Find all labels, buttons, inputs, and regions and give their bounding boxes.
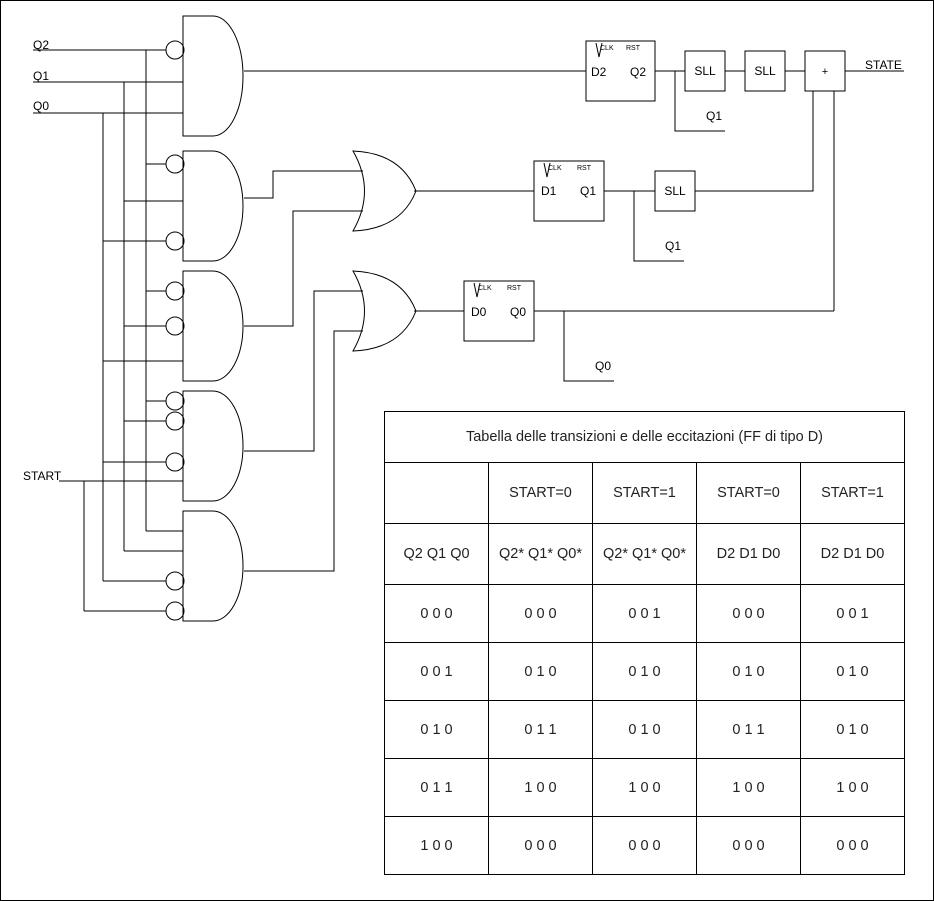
table-cell: 0 0 0 (384, 584, 489, 643)
inverter-bubble (165, 316, 185, 336)
ff1-tap-label: Q1 (665, 239, 681, 253)
output-label-state: STATE (865, 58, 902, 72)
table-cell: 1 0 0 (384, 816, 489, 875)
table-row: 0 0 0 0 0 0 0 0 1 0 0 0 0 0 1 (384, 584, 905, 643)
wire (563, 311, 614, 382)
start-header-cell: START=1 (592, 462, 697, 524)
table-row: 0 1 1 1 0 0 1 0 0 1 0 0 1 0 0 (384, 758, 905, 817)
table-cell: 1 0 0 (488, 758, 593, 817)
inverter-bubble (165, 601, 185, 621)
ff1-clk-label: CLK (548, 165, 562, 172)
table-cell: 0 0 0 (696, 816, 801, 875)
ff2-clk-label: CLK (600, 45, 614, 52)
table-cell: 0 0 1 (384, 642, 489, 701)
ff1-q-label: Q1 (580, 184, 596, 198)
table-row: 0 0 1 0 1 0 0 1 0 0 1 0 0 1 0 (384, 642, 905, 701)
wire (244, 290, 363, 452)
or-gate-2 (352, 270, 417, 352)
input-label-q2: Q2 (33, 38, 49, 52)
clock-edge-icon (595, 42, 603, 58)
and-gate-4 (182, 390, 244, 502)
and-gate-5 (182, 510, 244, 622)
inverter-bubble (165, 411, 185, 431)
transition-table: Tabella delle transizioni e delle eccita… (384, 411, 905, 875)
table-cell: 1 0 0 (592, 758, 697, 817)
table-cell: 0 1 0 (488, 642, 593, 701)
wire (674, 71, 725, 132)
table-cell: 0 1 0 (592, 700, 697, 759)
start-header-cell: START=0 (696, 462, 801, 524)
table-cell: 1 0 0 (800, 758, 905, 817)
column-header-cell: Q2* Q1* Q0* (592, 523, 697, 585)
ff1-rst-label: RST (577, 165, 592, 172)
ff2-q-label: Q2 (630, 65, 646, 79)
and-gate-1 (182, 15, 244, 137)
start-header-cell: START=1 (800, 462, 905, 524)
clock-edge-icon (473, 282, 481, 298)
table-cell: 0 1 0 (592, 642, 697, 701)
wire (633, 191, 684, 262)
table-cell: 0 1 0 (696, 642, 801, 701)
table-row: 0 1 0 0 1 1 0 1 0 0 1 1 0 1 0 (384, 700, 905, 759)
wire (244, 170, 363, 199)
ff2-rst-label: RST (626, 45, 641, 52)
table-title: Tabella delle transizioni e delle eccita… (384, 411, 905, 463)
ff2-d-label: D2 (591, 65, 607, 79)
input-label-q1: Q1 (33, 69, 49, 83)
ff2-tap-label: Q1 (706, 109, 722, 123)
ff1-d-label: D1 (541, 184, 557, 198)
or-gate-1 (352, 150, 417, 232)
clock-edge-icon (543, 162, 551, 178)
table-cell: 0 0 0 (488, 584, 593, 643)
column-header-cell: D2 D1 D0 (800, 523, 905, 585)
ff0-d-label: D0 (471, 305, 487, 319)
table-row: 1 0 0 0 0 0 0 0 0 0 0 0 0 0 0 (384, 816, 905, 875)
wire (695, 91, 814, 192)
table-cell: 1 0 0 (696, 758, 801, 817)
wire (244, 330, 363, 572)
table-start-header-row: START=0 START=1 START=0 START=1 (384, 462, 905, 524)
and-gate-3 (182, 270, 244, 382)
table-cell: 0 0 0 (488, 816, 593, 875)
input-label-q0: Q0 (33, 99, 49, 113)
ff0-q-label: Q0 (510, 305, 526, 319)
input-label-start: START (23, 469, 62, 483)
start-header-cell (384, 462, 489, 524)
table-cell: 0 1 1 (488, 700, 593, 759)
inverter-bubble (165, 571, 185, 591)
inverter-bubble (165, 40, 185, 60)
table-cell: 0 0 1 (800, 584, 905, 643)
column-header-cell: Q2* Q1* Q0* (488, 523, 593, 585)
table-cell: 0 0 1 (592, 584, 697, 643)
wire (244, 210, 363, 327)
column-header-cell: D2 D1 D0 (696, 523, 801, 585)
start-header-cell: START=0 (488, 462, 593, 524)
table-cell: 0 1 0 (800, 700, 905, 759)
table-cell: 0 1 1 (696, 700, 801, 759)
table-cell: 0 0 0 (592, 816, 697, 875)
table-cell: 0 1 1 (384, 758, 489, 817)
table-cell: 0 0 0 (800, 816, 905, 875)
table-title-row: Tabella delle transizioni e delle eccita… (384, 411, 905, 463)
inverter-bubble (165, 231, 185, 251)
inverter-bubble (165, 154, 185, 174)
column-header-cell: Q2 Q1 Q0 (384, 523, 489, 585)
sll-label: SLL (694, 64, 716, 78)
adder-label: + (822, 66, 828, 78)
ff0-rst-label: RST (507, 285, 522, 292)
inverter-bubble (165, 452, 185, 472)
sll-label: SLL (664, 184, 686, 198)
inverter-bubble (165, 281, 185, 301)
ff0-clk-label: CLK (478, 285, 492, 292)
table-column-header-row: Q2 Q1 Q0 Q2* Q1* Q0* Q2* Q1* Q0* D2 D1 D… (384, 523, 905, 585)
and-gate-2 (182, 150, 244, 262)
inverter-bubble (165, 391, 185, 411)
ff0-tap-label: Q0 (595, 359, 611, 373)
sll-label: SLL (754, 64, 776, 78)
table-cell: 0 0 0 (696, 584, 801, 643)
table-cell: 0 1 0 (384, 700, 489, 759)
table-cell: 0 1 0 (800, 642, 905, 701)
